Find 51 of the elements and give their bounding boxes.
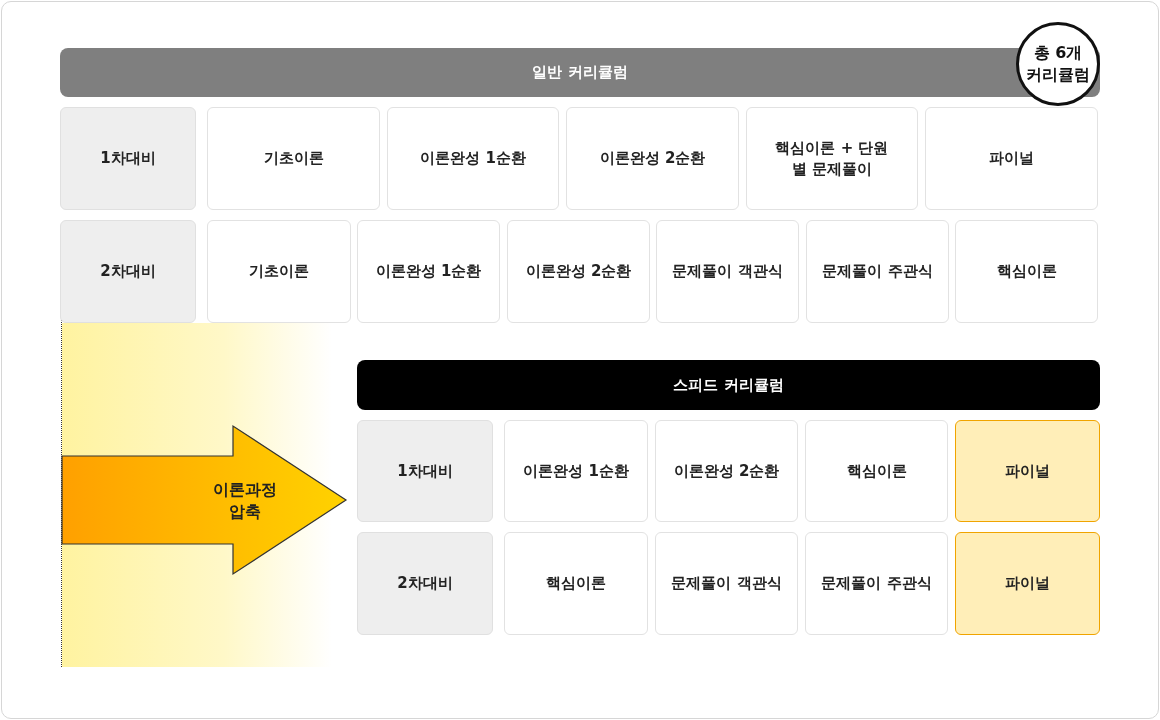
course-text: 핵심이론 bbox=[545, 573, 607, 594]
header-bar bbox=[357, 360, 1100, 410]
course-text: 이론완성 1순환 bbox=[522, 460, 630, 482]
row-header-text: 1차대비 bbox=[99, 148, 157, 169]
row-header-text: 2차대비 bbox=[396, 573, 454, 594]
course-text: 파이널 bbox=[1004, 573, 1051, 594]
course-box bbox=[566, 107, 739, 210]
arrow-text: 이론과정 압축 bbox=[212, 479, 278, 523]
course-text: 이론완성 2순환 bbox=[524, 261, 633, 282]
course-text: 이론완성 2순환 bbox=[672, 460, 781, 482]
course-text: 기초이론 bbox=[262, 148, 325, 169]
course-box bbox=[806, 220, 949, 323]
course-text: 문제풀이 객관식 bbox=[670, 573, 783, 594]
course-text: 이론완성 1순환 bbox=[374, 261, 483, 282]
row-header-box bbox=[357, 532, 493, 635]
course-text: 문제풀이 주관식 bbox=[821, 261, 934, 282]
course-text: 핵심이론 + 단원별 문제풀이 bbox=[774, 138, 890, 179]
course-text: 기초이론 bbox=[248, 261, 310, 282]
course-box bbox=[655, 420, 798, 522]
course-text: 이론완성 2순환 bbox=[598, 148, 707, 169]
row-header-text: 2차대비 bbox=[99, 261, 157, 282]
badge-text: 총 6개 커리큘럼 bbox=[1025, 42, 1091, 86]
course-box bbox=[655, 532, 798, 635]
course-box bbox=[387, 107, 559, 210]
course-box bbox=[357, 220, 500, 323]
course-box bbox=[207, 220, 351, 323]
course-text: 파이널 bbox=[1004, 460, 1051, 482]
row-header-text: 1차대비 bbox=[396, 460, 454, 482]
course-box bbox=[656, 220, 799, 323]
course-box bbox=[805, 532, 948, 635]
row-header-box bbox=[60, 220, 196, 323]
header-text: 일반 커리큘럼 bbox=[531, 62, 629, 83]
course-box bbox=[805, 420, 948, 522]
row-header-box bbox=[357, 420, 493, 522]
course-box bbox=[504, 532, 648, 635]
course-text: 이론완성 1순환 bbox=[419, 148, 527, 169]
final-course-box bbox=[955, 420, 1100, 522]
row-header-box bbox=[60, 107, 196, 210]
course-box bbox=[207, 107, 380, 210]
final-course-box bbox=[955, 532, 1100, 635]
course-text: 문제풀이 객관식 bbox=[671, 261, 784, 282]
course-text: 문제풀이 주관식 bbox=[820, 573, 933, 594]
course-box bbox=[746, 107, 918, 210]
course-box bbox=[925, 107, 1098, 210]
course-box bbox=[507, 220, 650, 323]
course-text: 핵심이론 bbox=[995, 261, 1058, 282]
course-text: 핵심이론 bbox=[845, 460, 908, 482]
course-box bbox=[504, 420, 648, 522]
course-text: 파이널 bbox=[988, 148, 1035, 169]
header-text: 스피드 커리큘럼 bbox=[672, 374, 785, 396]
course-box bbox=[955, 220, 1098, 323]
